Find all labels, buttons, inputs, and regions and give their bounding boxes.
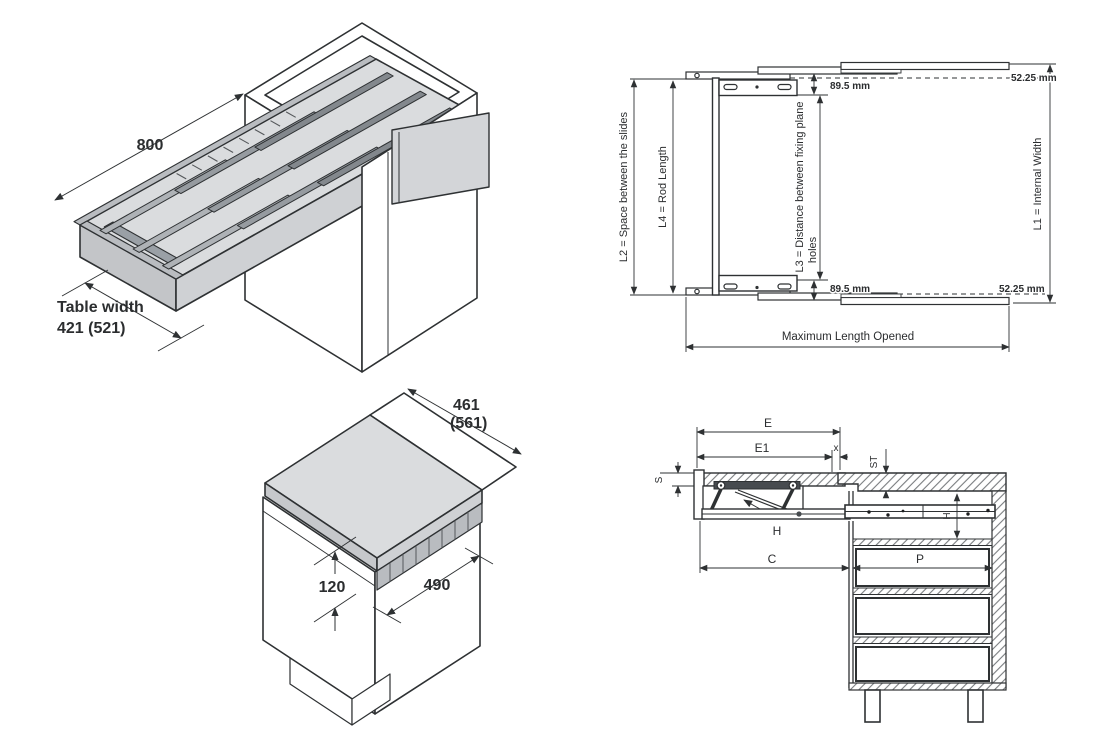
slide-rivets (867, 508, 990, 517)
edge-bottom-label: 52.25 mm (999, 284, 1045, 295)
fixing-plates (718, 79, 798, 292)
section-cabinet (837, 472, 1007, 723)
dim-800-label: 800 (137, 137, 164, 154)
dim-120-label: 120 (319, 579, 346, 596)
l3-label-line1: L3 = Distance between fixing plane (794, 102, 806, 273)
dim-e-label: E (764, 416, 772, 430)
cabinet-edge-dashed-lines (700, 77, 1045, 295)
closed-view: 461 (561) 120 490 (262, 388, 522, 726)
pullout-open-view: 800 Table width 421 (521) (54, 22, 490, 373)
table-width-label: Table width (57, 299, 144, 316)
drawer-front-panel (391, 112, 490, 205)
dim-h-inner-label: H (942, 512, 953, 519)
l2-label: L2 = Space between the slides (618, 111, 630, 262)
plan-view: L2 = Space between the slides L4 = Rod L… (618, 61, 1058, 352)
dim-c-label: C (768, 552, 777, 566)
l4-label: L4 = Rod Length (657, 146, 669, 228)
dim-e1-label: E1 (755, 441, 770, 455)
dim-x-label: x (834, 443, 839, 454)
closed-dimensions (313, 388, 522, 631)
l1-label: L1 = Internal Width (1032, 138, 1044, 231)
section-dimensions (660, 427, 993, 573)
offset-bottom-label: 89.5 mm (830, 284, 870, 295)
folding-mechanism (701, 481, 851, 520)
dim-461-label: 461 (453, 397, 480, 414)
max-length-label: Maximum Length Opened (782, 331, 914, 343)
dim-s-label: S (654, 476, 665, 483)
dim-561-label: (561) (450, 415, 487, 432)
table-width-value: 421 (521) (57, 320, 126, 337)
plan-dimensions (630, 63, 1056, 352)
dim-490-label: 490 (424, 577, 451, 594)
pullout-dimensions (54, 93, 244, 352)
l3-label-line2: holes (807, 236, 819, 263)
l3-label: L3 = Distance between fixing planeholes (794, 102, 819, 273)
top-slide (685, 61, 1010, 80)
offset-top-label: 89.5 mm (830, 81, 870, 92)
dim-st-label: ST (869, 456, 880, 469)
closed-tabletop (264, 414, 483, 591)
dim-p-label: P (916, 552, 924, 566)
section-view: E E1 x ST S H H C P (654, 416, 1007, 723)
connecting-rod (711, 77, 720, 296)
dim-h-label: H (773, 524, 782, 538)
edge-top-label: 52.25 mm (1011, 73, 1057, 84)
